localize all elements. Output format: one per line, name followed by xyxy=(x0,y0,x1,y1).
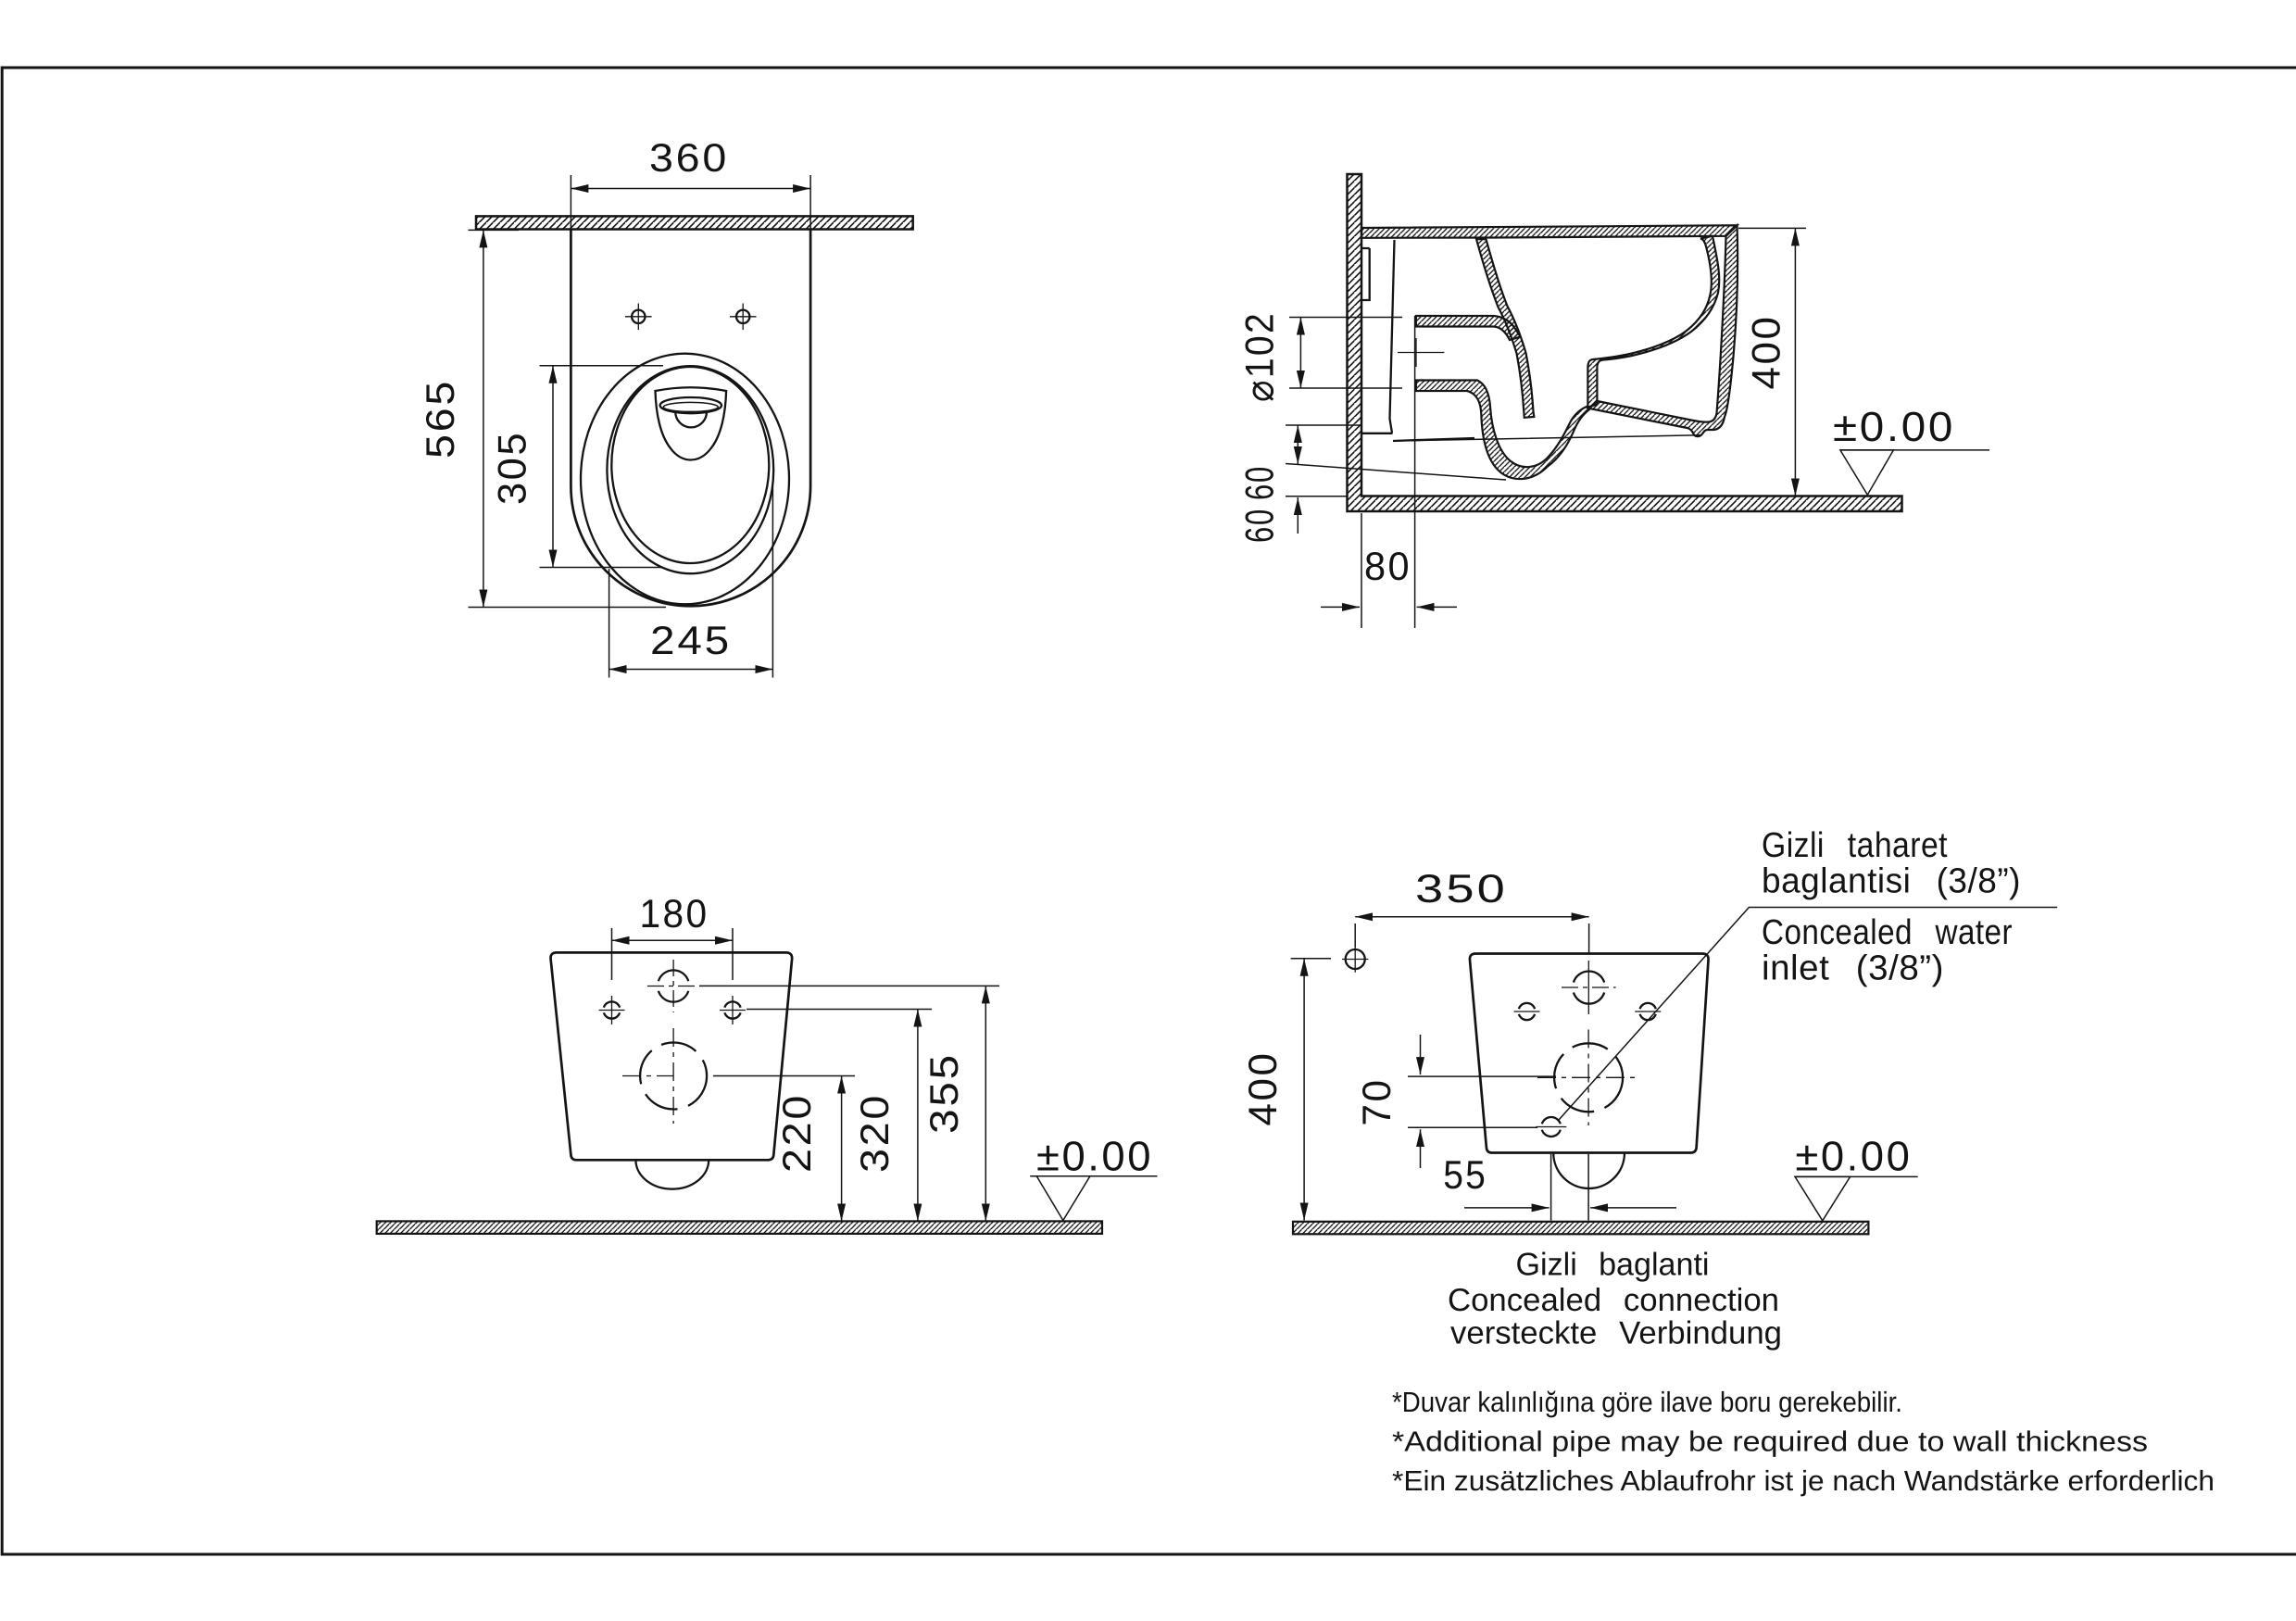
svg-text:400: 400 xyxy=(1745,315,1789,390)
svg-text:60: 60 xyxy=(1238,465,1283,500)
svg-text:245: 245 xyxy=(650,619,732,663)
svg-text:*Duvar kalınlığına göre ilave: *Duvar kalınlığına göre ilave boru gerek… xyxy=(1392,1387,1902,1418)
svg-text:inlet (3/8”): inlet (3/8”) xyxy=(1762,949,1944,988)
svg-text:*Additional pipe may be requir: *Additional pipe may be required due to … xyxy=(1392,1426,2148,1458)
svg-text:305: 305 xyxy=(491,431,535,505)
svg-text:80: 80 xyxy=(1364,545,1411,589)
svg-text:Concealed water: Concealed water xyxy=(1762,913,2013,952)
svg-text:±0.00: ±0.00 xyxy=(1833,403,1955,450)
svg-text:60: 60 xyxy=(1238,508,1283,543)
svg-text:±0.00: ±0.00 xyxy=(1795,1133,1912,1180)
svg-text:*Ein zusätzliches Ablaufrohr i: *Ein zusätzliches Ablaufrohr ist je nach… xyxy=(1392,1465,2214,1497)
svg-text:565: 565 xyxy=(419,379,463,459)
svg-text:baglantisi (3/8”): baglantisi (3/8”) xyxy=(1762,862,2021,901)
svg-text:Gizli baglanti: Gizli baglanti xyxy=(1516,1247,1710,1282)
svg-text:Gizli taharet: Gizli taharet xyxy=(1762,826,1948,865)
svg-text:±0.00: ±0.00 xyxy=(1036,1133,1153,1180)
svg-text:versteckte Verbindung: versteckte Verbindung xyxy=(1450,1315,1782,1351)
svg-text:220: 220 xyxy=(775,1093,820,1173)
svg-text:Concealed connection: Concealed connection xyxy=(1448,1283,1779,1318)
svg-text:70: 70 xyxy=(1355,1078,1399,1126)
svg-text:360: 360 xyxy=(649,136,729,181)
svg-text:320: 320 xyxy=(853,1093,897,1173)
svg-text:350: 350 xyxy=(1415,867,1508,911)
svg-text:400: 400 xyxy=(1241,1051,1286,1126)
svg-text:180: 180 xyxy=(640,892,709,936)
svg-text:355: 355 xyxy=(922,1052,967,1134)
svg-text:⌀102: ⌀102 xyxy=(1238,311,1283,402)
svg-text:55: 55 xyxy=(1443,1153,1487,1198)
